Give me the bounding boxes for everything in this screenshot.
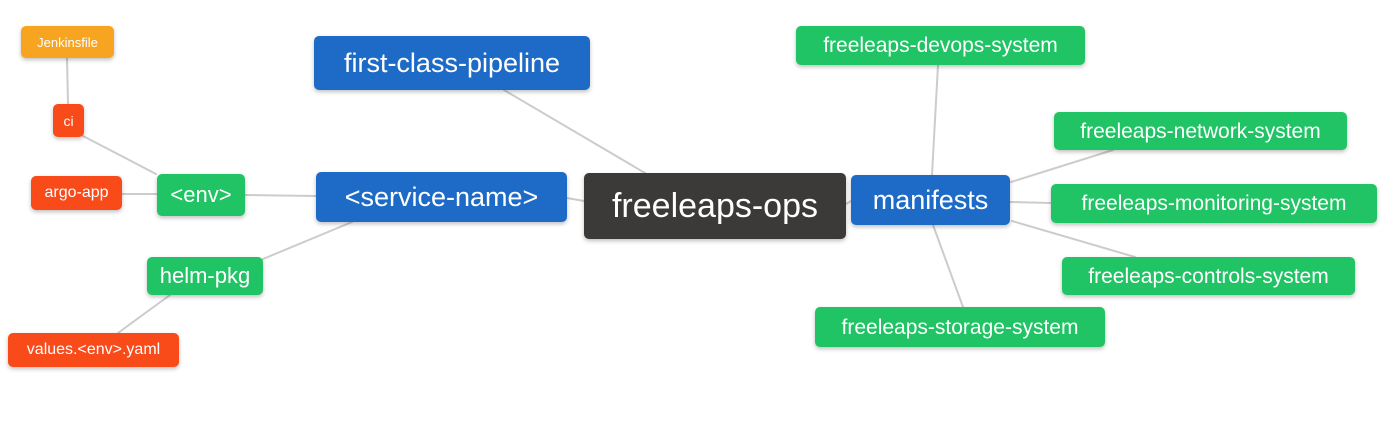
edge-manifests-freeleaps-network-system — [1010, 149, 1114, 183]
node-freeleaps-network-system[interactable]: freeleaps-network-system — [1054, 112, 1347, 150]
node-argo-app[interactable]: argo-app — [31, 176, 122, 210]
node-freeleaps-devops-system[interactable]: freeleaps-devops-system — [796, 26, 1085, 65]
edge-manifests-freeleaps-devops-system — [931, 64, 939, 176]
edge-ci-env — [82, 135, 157, 175]
node-ci[interactable]: ci — [53, 104, 84, 137]
edge-helm-pkg-service-name — [262, 221, 353, 260]
node-first-class-pipeline[interactable]: first-class-pipeline — [314, 36, 590, 90]
node-freeleaps-storage-system[interactable]: freeleaps-storage-system — [815, 307, 1105, 347]
edge-manifests-freeleaps-storage-system — [932, 224, 964, 308]
node-freeleaps-ops[interactable]: freeleaps-ops — [584, 173, 846, 239]
edge-service-name-freeleaps-ops — [566, 197, 585, 202]
node-env[interactable]: <env> — [157, 174, 245, 216]
node-freeleaps-controls-system[interactable]: freeleaps-controls-system — [1062, 257, 1355, 295]
edge-manifests-freeleaps-monitoring-system — [1009, 201, 1052, 204]
edge-values-env-yaml-helm-pkg — [117, 294, 171, 334]
node-helm-pkg[interactable]: helm-pkg — [147, 257, 263, 295]
node-values-env-yaml[interactable]: values.<env>.yaml — [8, 333, 179, 367]
node-freeleaps-monitoring-system[interactable]: freeleaps-monitoring-system — [1051, 184, 1377, 223]
edge-env-service-name — [244, 194, 317, 197]
node-manifests[interactable]: manifests — [851, 175, 1010, 225]
edge-manifests-freeleaps-controls-system — [1011, 220, 1136, 258]
edge-first-class-pipeline-freeleaps-ops — [503, 89, 646, 174]
node-jenkinsfile[interactable]: Jenkinsfile — [21, 26, 114, 58]
node-service-name[interactable]: <service-name> — [316, 172, 567, 222]
edge-jenkinsfile-ci — [66, 57, 69, 105]
